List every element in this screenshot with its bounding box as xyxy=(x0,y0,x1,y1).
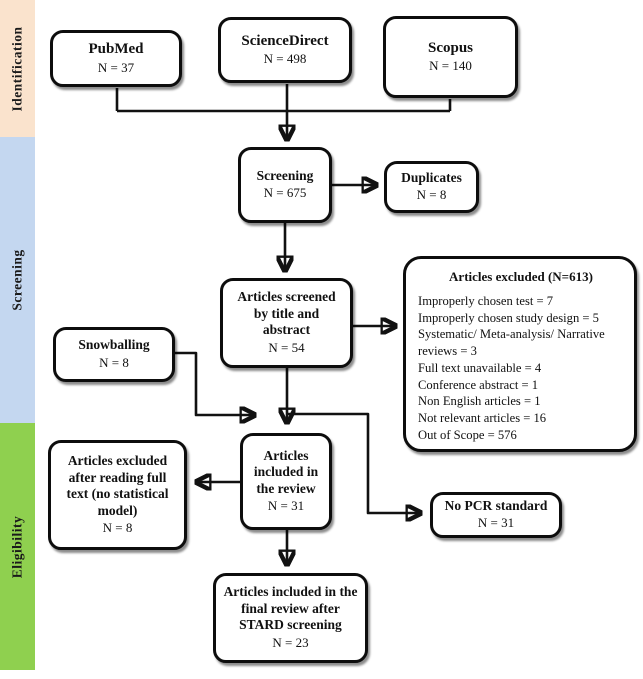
box-sciencedirect-title: ScienceDirect xyxy=(241,32,329,49)
box-fulltext-excluded: Articles excluded after reading full tex… xyxy=(48,440,187,550)
box-articles-excluded: Articles excluded (N=613) Improperly cho… xyxy=(403,256,637,452)
box-screening-count: N = 675 xyxy=(263,185,307,201)
box-sciencedirect-count: N = 498 xyxy=(263,51,307,67)
phase-bar-identification: Identification xyxy=(0,0,35,137)
excluded-reason: Improperly chosen study design = 5 xyxy=(418,310,599,325)
phase-bar-screening: Screening xyxy=(0,137,35,423)
box-screening: Screening N = 675 xyxy=(238,147,332,223)
box-sciencedirect: ScienceDirect N = 498 xyxy=(218,17,352,83)
excluded-reason: Conference abstract = 1 xyxy=(418,377,539,392)
box-snowballing-count: N = 8 xyxy=(99,354,129,370)
box-pubmed-title: PubMed xyxy=(88,41,144,58)
excluded-reason-list: Improperly chosen test = 7 Improperly cho… xyxy=(418,293,624,444)
box-final-count: N = 23 xyxy=(272,634,309,650)
box-fulltext-title: Articles excluded after reading full tex… xyxy=(66,453,169,518)
box-nopcr-count: N = 31 xyxy=(477,515,515,531)
box-duplicates-title: Duplicates xyxy=(401,169,462,185)
box-duplicates-count: N = 8 xyxy=(416,187,447,203)
box-snowballing-title: Snowballing xyxy=(78,337,150,353)
excluded-reason: Improperly chosen test = 7 xyxy=(418,293,554,308)
phase-bar-eligibility: Eligibility xyxy=(0,423,35,670)
box-screening-title: Screening xyxy=(256,167,314,183)
box-snowballing: Snowballing N = 8 xyxy=(53,327,175,382)
box-included-in-review: Articles included in the review N = 31 xyxy=(240,433,332,530)
excluded-reason: Full text unavailable = 4 xyxy=(418,360,542,375)
phase-label-identification: Identification xyxy=(9,25,25,112)
box-screened-title-abstract: Articles screened by title and abstract … xyxy=(220,278,353,368)
excluded-reason: Non English articles = 1 xyxy=(418,394,541,409)
excluded-reason: Out of Scope = 576 xyxy=(418,427,517,442)
phase-label-eligibility: Eligibility xyxy=(9,515,25,578)
box-pubmed-count: N = 37 xyxy=(97,59,135,75)
box-screened-title: Articles screened by title and abstract xyxy=(237,289,336,338)
box-final-review: Articles included in the final review af… xyxy=(213,573,368,663)
box-final-title: Articles included in the final review af… xyxy=(223,584,358,633)
phase-label-screening: Screening xyxy=(9,249,25,311)
box-fulltext-count: N = 8 xyxy=(102,519,133,535)
box-no-pcr-standard: No PCR standard N = 31 xyxy=(430,492,562,538)
excluded-reason: Not relevant articles = 16 xyxy=(418,411,547,425)
box-duplicates: Duplicates N = 8 xyxy=(384,161,479,213)
excluded-reason: Systematic/ Meta-analysis/ Narrative rev… xyxy=(418,327,605,359)
box-excluded-title: Articles excluded (N=613) xyxy=(449,269,593,284)
box-included-title: Articles included in the review xyxy=(253,447,319,496)
box-pubmed: PubMed N = 37 xyxy=(50,30,182,87)
box-nopcr-title: No PCR standard xyxy=(444,497,548,513)
box-screened-count: N = 54 xyxy=(268,339,305,355)
box-scopus: Scopus N = 140 xyxy=(383,16,518,98)
box-included-count: N = 31 xyxy=(267,498,305,514)
box-scopus-count: N = 140 xyxy=(429,58,472,74)
box-scopus-title: Scopus xyxy=(427,39,474,56)
